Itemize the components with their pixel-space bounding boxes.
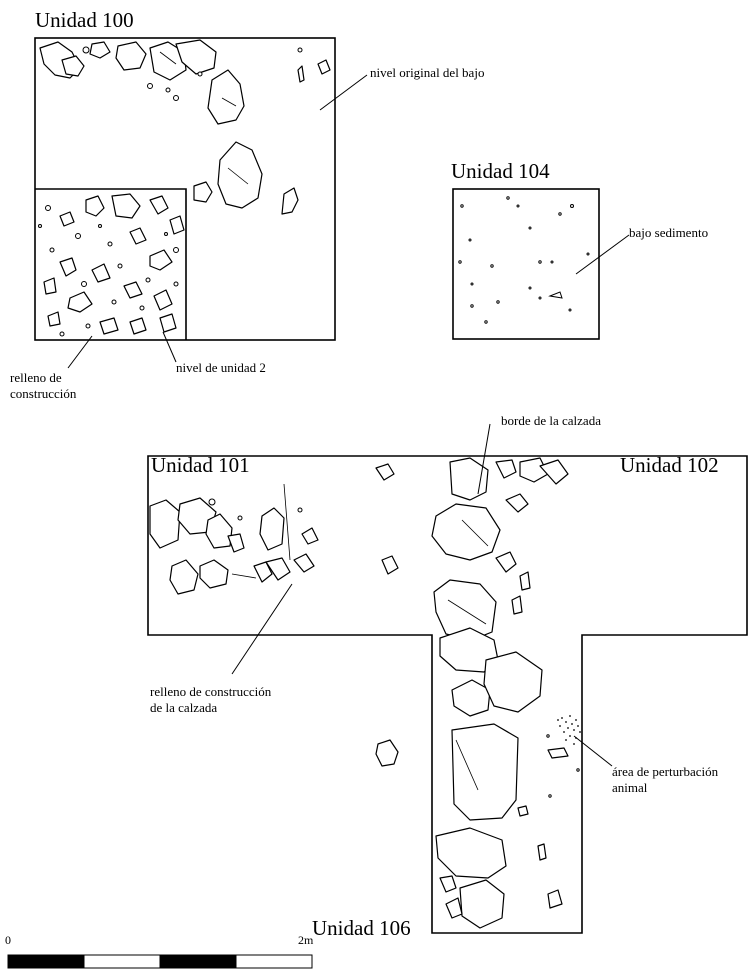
- label-borde: borde de la calzada: [501, 413, 601, 428]
- unit-104-outline: [452, 188, 600, 340]
- label-nivel-original: nivel original del bajo: [370, 65, 484, 80]
- unit-104-title: Unidad 104: [451, 159, 550, 183]
- leader-perturbacion: [573, 735, 613, 767]
- label-relleno-1: relleno de: [10, 370, 62, 385]
- unit-2-sub-area: [35, 188, 187, 340]
- unit-104-sediment-marks: [458, 196, 590, 324]
- leader-nivel-unidad: [162, 331, 177, 363]
- label-nivel-unidad: nivel de unidad 2: [176, 360, 266, 375]
- label-perturbacion-1: área de perturbación: [612, 764, 719, 779]
- leader-borde: [477, 423, 491, 495]
- unit-100-title: Unidad 100: [35, 8, 134, 32]
- causeway-edge-stones: [431, 457, 569, 929]
- unit-106-title: Unidad 106: [312, 916, 411, 940]
- unit-102-title: Unidad 102: [620, 453, 719, 477]
- scale-end-label: 2m: [298, 933, 314, 947]
- unit-101-title: Unidad 101: [151, 453, 250, 477]
- label-relleno-2: construcción: [10, 386, 77, 401]
- unit-100-stones: [39, 39, 331, 215]
- scale-start-label: 0: [5, 933, 11, 947]
- unit-101-stones: [149, 463, 399, 595]
- scale-bar: [7, 954, 313, 969]
- label-bajo-sedimento: bajo sedimento: [629, 225, 708, 240]
- leader-bajo-sedimento: [575, 234, 630, 275]
- label-perturbacion-2: animal: [612, 780, 648, 795]
- label-relleno-calzada-1: relleno de construcción: [150, 684, 272, 699]
- label-relleno-calzada-2: de la calzada: [150, 700, 217, 715]
- animal-disturbance-stipple: [557, 715, 581, 745]
- unit-106-stones: [375, 734, 580, 909]
- construction-fill-stones: [38, 193, 185, 337]
- leader-nivel-original: [319, 74, 368, 111]
- leader-relleno-calzada: [231, 583, 293, 675]
- leader-relleno: [67, 335, 93, 369]
- t-trench-outline: [147, 455, 748, 934]
